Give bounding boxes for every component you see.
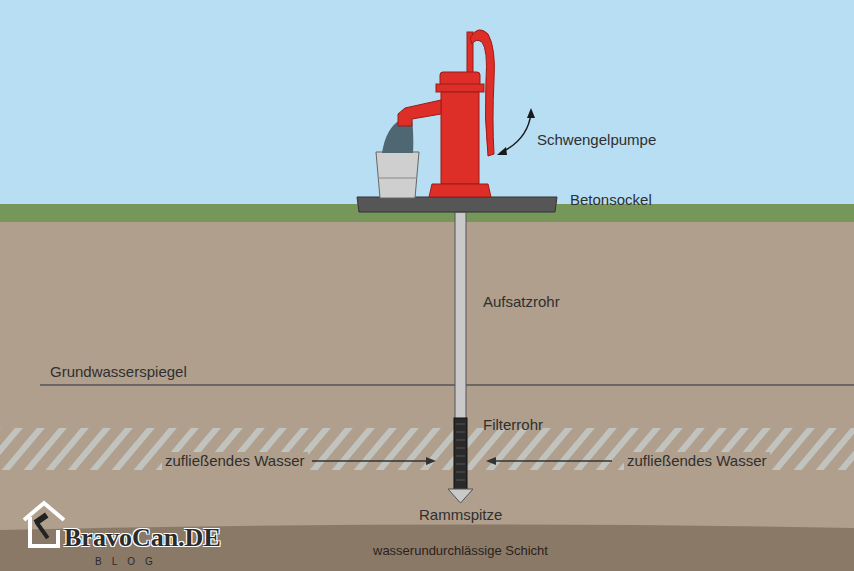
watermark: BravoCan.DE xyxy=(64,522,221,553)
water-table-line xyxy=(40,384,854,386)
part-label: Aufsatzrohr xyxy=(483,293,560,311)
riser-pipe xyxy=(455,212,466,420)
aquifer-hatching xyxy=(0,428,854,470)
drive-point xyxy=(448,489,473,503)
flow-label: zufließendes Wasser xyxy=(162,452,308,470)
soil xyxy=(0,220,854,571)
bucket-rim xyxy=(378,178,417,179)
logo-hammer xyxy=(34,513,50,540)
filter-pipe xyxy=(454,418,467,490)
arrow-head xyxy=(497,147,507,155)
inflow-arrow xyxy=(312,460,428,461)
hand-pump xyxy=(398,30,494,197)
part-label: Filterrohr xyxy=(483,416,543,434)
logo-icon xyxy=(24,503,64,546)
flow-label: zufließendes Wasser xyxy=(624,452,770,470)
motion-arrow xyxy=(500,113,531,153)
concrete-base xyxy=(357,197,557,212)
bucket xyxy=(376,152,419,198)
layer-label: wasserundurchlässige Schicht xyxy=(373,543,548,559)
part-label: Rammspitze xyxy=(419,506,502,524)
part-label: Betonsockel xyxy=(570,191,652,209)
sky xyxy=(0,0,854,208)
part-label: Grundwasserspiegel xyxy=(50,363,187,381)
arrow-head xyxy=(527,108,535,118)
inflow-arrow xyxy=(494,460,612,461)
filter-slots xyxy=(456,424,465,480)
arrow-head xyxy=(426,457,436,465)
arrow-head xyxy=(486,457,496,465)
watermark: BLOG xyxy=(95,556,163,568)
part-label: Schwengelpumpe xyxy=(537,131,656,149)
